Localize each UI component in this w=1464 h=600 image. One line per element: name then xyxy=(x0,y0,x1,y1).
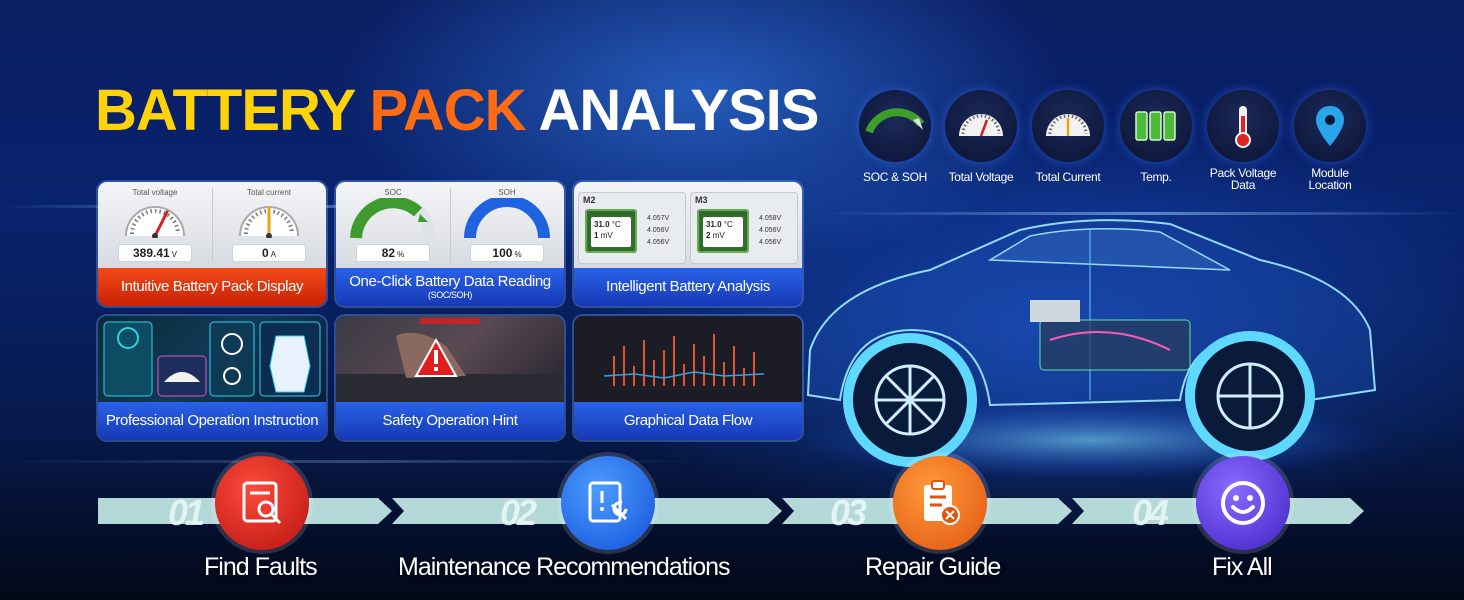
tile-graphical-data-flow: Graphical Data Flow xyxy=(574,316,802,440)
page-title: BATTERY PACK ANALYSIS xyxy=(95,78,820,143)
caption-subtext: (SOC/SOH) xyxy=(428,290,472,300)
step-number: 01 xyxy=(168,492,205,533)
title-analysis: ANALYSIS xyxy=(538,78,820,143)
soc-soh-gauge-icon xyxy=(859,90,931,162)
soh-gauge-icon xyxy=(464,198,550,239)
document-search-icon xyxy=(242,481,282,525)
cell-voltage: 4.058V xyxy=(759,215,782,222)
tile-caption: Professional Operation Instruction xyxy=(98,402,326,440)
title-battery: BATTERY xyxy=(95,78,355,143)
title-pack: PACK xyxy=(369,78,527,143)
current-gauge-icon xyxy=(239,206,299,238)
step-maintenance xyxy=(561,456,655,550)
cell-voltage: 4.056V xyxy=(759,239,782,246)
operation-illustration xyxy=(98,316,326,402)
voltage-gauge-icon xyxy=(945,90,1017,162)
step-label-maintenance: Maintenance Recommendations xyxy=(398,553,731,581)
tile-safety-operation: Safety Operation Hint xyxy=(336,316,564,440)
module-name: M2 xyxy=(583,195,596,205)
car-illustration xyxy=(790,219,1390,480)
tile-professional-operation: Professional Operation Instruction xyxy=(98,316,326,440)
feature-label-soc-soh: SOC & SOH xyxy=(863,170,927,184)
smiley-icon xyxy=(1221,481,1265,525)
current-gauge-icon xyxy=(1032,90,1104,162)
tile-caption: Safety Operation Hint xyxy=(336,402,564,440)
battery-cells-icon xyxy=(1120,90,1192,162)
wrench-alert-icon xyxy=(588,481,628,523)
cell-voltage: 4.056V xyxy=(647,227,670,234)
tile-caption: Intelligent Battery Analysis xyxy=(574,268,802,306)
soc-label: SOC xyxy=(384,188,402,197)
data-flow-illustration xyxy=(574,316,802,402)
tile-battery-data-reading: SOC 82% SOH 100% One-Click Battery Data … xyxy=(336,182,564,306)
step-repair-guide xyxy=(893,456,987,550)
cell-voltage: 4.056V xyxy=(759,227,782,234)
step-label-fix-all: Fix All xyxy=(1212,553,1273,581)
soh-value: 100% xyxy=(470,244,544,262)
step-fix-all xyxy=(1196,456,1290,550)
tile-caption: One-Click Battery Data Reading (SOC/SOH) xyxy=(336,268,564,306)
step-label-repair-guide: Repair Guide xyxy=(865,553,1001,581)
soc-gauge-icon xyxy=(350,198,436,239)
feature-label-temp: Temp. xyxy=(1140,170,1172,184)
step-number: 03 xyxy=(830,492,867,533)
caption-text: One-Click Battery Data Reading xyxy=(349,273,551,290)
caption-text: Intelligent Battery Analysis xyxy=(606,278,770,295)
caption-text: Professional Operation Instruction xyxy=(105,412,319,429)
caption-text: Graphical Data Flow xyxy=(623,412,753,429)
safety-illustration xyxy=(336,316,564,402)
clipboard-tools-icon xyxy=(924,480,960,525)
light-streak xyxy=(820,212,1464,215)
cell-voltage: 4.056V xyxy=(647,239,670,246)
tile-body: SOC 82% SOH 100% xyxy=(336,182,564,268)
step-number: 04 xyxy=(1132,492,1169,533)
soh-label: SOH xyxy=(498,188,516,197)
step-number: 02 xyxy=(500,492,537,533)
tile-caption: Intuitive Battery Pack Display xyxy=(98,268,326,306)
caption-text: Intuitive Battery Pack Display xyxy=(120,278,304,295)
step-label-find-faults: Find Faults xyxy=(204,553,318,581)
thermometer-icon xyxy=(1207,90,1279,162)
tile-caption: Graphical Data Flow xyxy=(574,402,802,440)
total-voltage-label: Total voltage xyxy=(132,188,178,197)
soc-value: 82% xyxy=(356,244,430,262)
location-pin-icon xyxy=(1294,90,1366,162)
cell-voltage: 4.057V xyxy=(647,215,670,222)
caption-text: Safety Operation Hint xyxy=(382,412,518,429)
feature-label-total-current: Total Current xyxy=(1035,170,1101,184)
light-streak xyxy=(0,460,700,463)
module-name: M3 xyxy=(695,195,708,205)
total-current-label: Total current xyxy=(246,188,292,197)
feature-label-total-voltage: Total Voltage xyxy=(948,170,1014,184)
voltage-gauge-icon xyxy=(125,206,185,238)
step-find-faults xyxy=(215,456,309,550)
